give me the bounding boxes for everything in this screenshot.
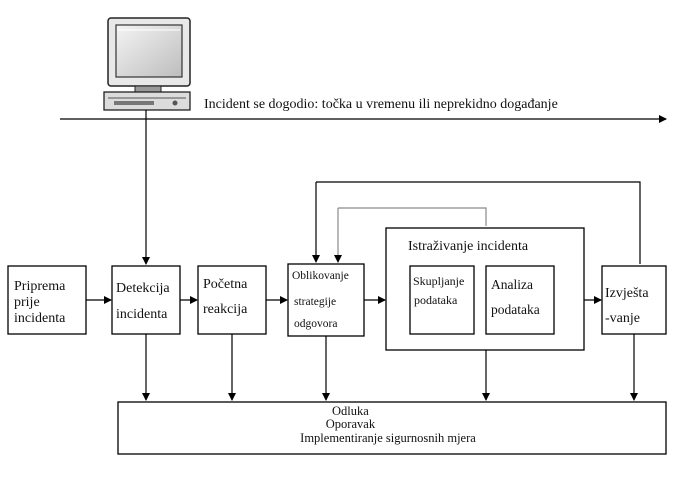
box-izvjestavanje: Izvješta -vanje (601, 265, 667, 335)
odluka-line: Odluka (332, 404, 369, 418)
analiza-line-2: podataka (491, 302, 540, 317)
box-oblikovanje: Oblikovanje strategije odgovora (287, 263, 365, 337)
svg-text:Skupljanje podataka: Skupljanje podataka (413, 274, 467, 307)
analiza-line-1: Analiza (491, 277, 533, 292)
box-pocetna: Početna reakcija (197, 265, 267, 335)
svg-text:Analiza podataka: Analiza podataka (491, 277, 540, 317)
priprema-line-2: prije (14, 295, 40, 310)
feedback-loop-outer (312, 181, 641, 264)
detekcija-line-1: Detekcija (116, 281, 170, 296)
oblikovanje-line-3: odgovora (294, 318, 337, 330)
svg-text:Detekcija incidenta: Detekcija incidenta (116, 281, 173, 322)
priprema-line-3: incidenta (14, 311, 66, 326)
svg-text:Priprema prije inc: Priprema prije incidenta (14, 279, 69, 326)
box-skupljanje (409, 265, 475, 335)
detekcija-line-2: incidenta (116, 307, 168, 322)
svg-text:Izvješta -vanje: Izvješta -vanje (605, 286, 652, 326)
computer-icon (103, 17, 191, 111)
skupljanje-line-1: Skupljanje (413, 274, 464, 288)
svg-text:Oblikovanje strategije: Oblikovanje strategije odgovora (292, 270, 352, 330)
skupljanje-line-2: podataka (414, 293, 458, 307)
pocetna-line-2: reakcija (203, 302, 248, 317)
oblikovanje-line-2: strategije (294, 296, 336, 308)
pocetna-line-1: Početna (203, 277, 248, 292)
timeline-label: Incident se dogodio: točka u vremenu ili… (204, 97, 558, 112)
svg-text:Početna reakcija: Početna reakcija (203, 277, 251, 317)
istrazivanje-title: Istraživanje incidenta (408, 239, 529, 254)
box-detekcija: Detekcija incidenta (111, 265, 181, 335)
svg-text:Odluka Oporavak Im: Odluka Oporavak Implementiranje sigurnos… (300, 404, 476, 445)
feedback-loop-inner (334, 207, 487, 263)
box-analiza (485, 265, 555, 335)
izvjestavanje-line-2: -vanje (605, 311, 640, 326)
implementiranje-line: Implementiranje sigurnosnih mjera (300, 431, 476, 445)
down-arrows (142, 334, 638, 401)
box-priprema: Priprema prije incidenta (7, 265, 87, 335)
box-odluka-oporavak: Odluka Oporavak Implementiranje sigurnos… (117, 401, 667, 455)
oblikovanje-line-1: Oblikovanje (292, 270, 349, 282)
izvjestavanje-line-1: Izvješta (605, 286, 649, 301)
oporavak-line: Oporavak (326, 417, 376, 431)
box-istrazivanje: Istraživanje incidenta Skupljanje podata… (385, 227, 585, 351)
priprema-line-1: Priprema (14, 279, 66, 294)
